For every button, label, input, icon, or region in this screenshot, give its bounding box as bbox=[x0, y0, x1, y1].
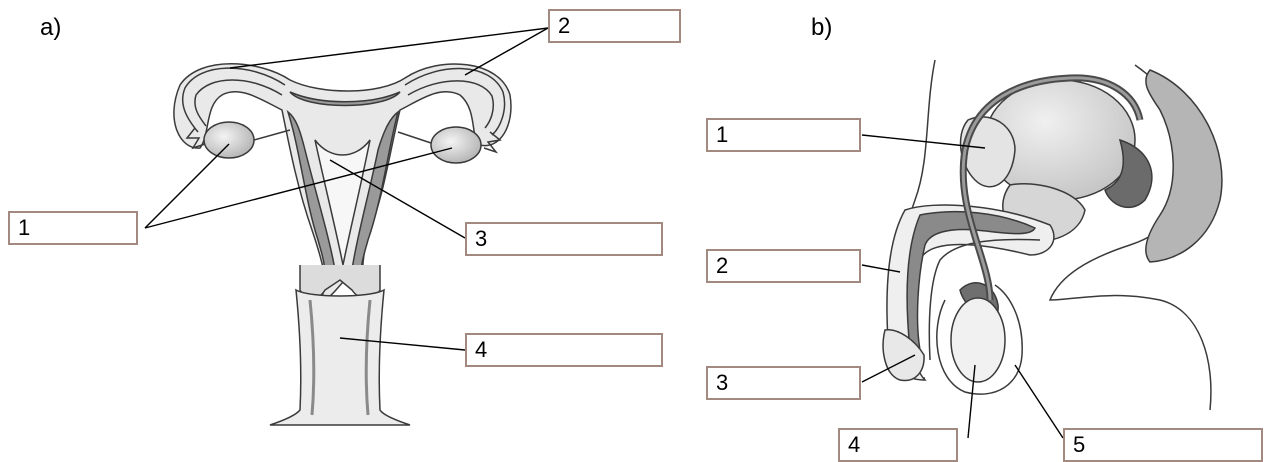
right-tube bbox=[404, 67, 506, 136]
pubic-bone bbox=[959, 116, 1016, 188]
figure-a-label: a) bbox=[40, 14, 62, 41]
leader-lines-a bbox=[144, 27, 549, 351]
label-box-b-1[interactable]: 1 bbox=[706, 118, 861, 152]
label-box-b-2[interactable]: 2 bbox=[706, 249, 861, 283]
seminal-vesicle bbox=[1104, 138, 1153, 209]
vagina bbox=[269, 288, 411, 426]
label-box-a-2[interactable]: 2 bbox=[548, 9, 681, 43]
female-reproductive-diagram bbox=[173, 63, 512, 426]
left-tube bbox=[181, 67, 286, 133]
fundus bbox=[289, 91, 401, 107]
label-box-a-1[interactable]: 1 bbox=[8, 211, 138, 245]
label-box-a-3[interactable]: 3 bbox=[465, 222, 663, 256]
urethra bbox=[928, 238, 1041, 361]
corpus-cavernosum bbox=[906, 210, 1037, 351]
right-ovary bbox=[430, 126, 482, 164]
leader-lines-b bbox=[861, 134, 1064, 439]
testis bbox=[950, 297, 1006, 383]
rectum bbox=[1145, 69, 1223, 263]
label-box-a-4[interactable]: 4 bbox=[465, 333, 663, 367]
label-box-b-5[interactable]: 5 bbox=[1063, 428, 1263, 462]
figure-b-label: b) bbox=[811, 14, 833, 41]
label-box-b-4[interactable]: 4 bbox=[838, 428, 958, 462]
scrotum bbox=[936, 284, 1023, 395]
glans bbox=[882, 329, 925, 382]
male-reproductive-diagram bbox=[882, 59, 1223, 411]
left-ovary bbox=[203, 121, 255, 159]
label-box-b-3[interactable]: 3 bbox=[706, 366, 861, 400]
uterine-cavity bbox=[314, 139, 371, 266]
